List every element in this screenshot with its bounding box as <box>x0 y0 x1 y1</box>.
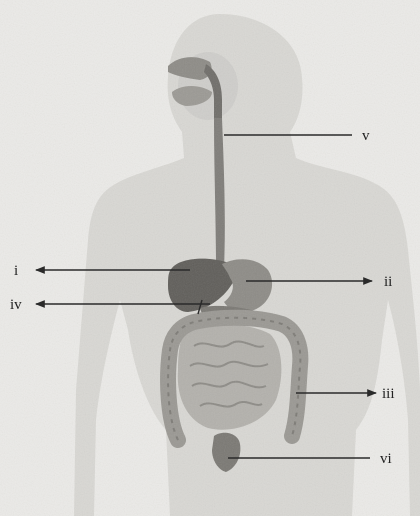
label-v: v <box>362 128 370 144</box>
label-iv: iv <box>10 297 22 313</box>
label-vi: vi <box>380 451 392 467</box>
label-iii: iii <box>382 386 395 402</box>
label-ii: ii <box>384 274 392 290</box>
label-i: i <box>14 263 18 279</box>
